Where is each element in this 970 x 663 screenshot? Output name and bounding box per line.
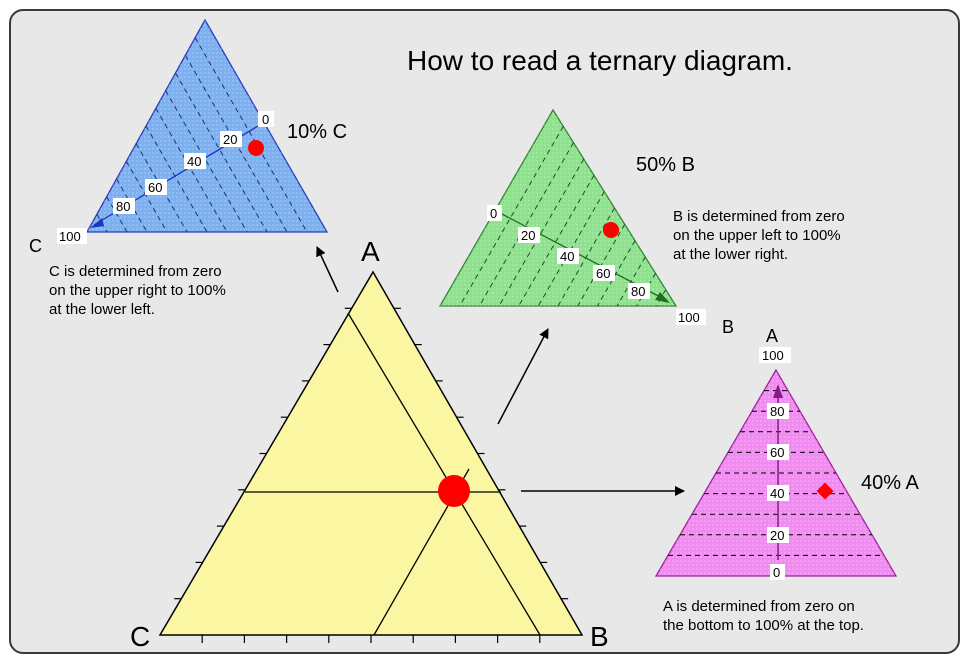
iso-dashed-line [498,158,585,307]
c-tick-60: 60 [148,180,162,195]
b-tick-80-bg [628,283,650,299]
b-tick-100: 100 [678,310,700,325]
a-tick-100-bg [759,347,791,363]
b-tick-40: 40 [560,249,574,264]
arrow-to-b-panel [497,328,549,425]
b-corner-label: B [722,317,734,337]
c-percent-label: 10% C [287,121,347,143]
b-tick-0: 0 [490,206,497,221]
main-triangle: A C B [130,236,609,652]
b-tick-labels: 0 20 40 60 80 100 [487,205,706,325]
a-tick-100: 100 [762,348,784,363]
c-tick-20: 20 [223,132,237,147]
c-panel-note: C is determined from zero on the upper r… [49,263,226,318]
a-tick-0-bg [770,564,785,580]
a-corner-label: A [766,326,778,346]
a-panel: 100 80 60 40 20 0 40% A A [654,326,919,580]
b-tick-60-bg [593,265,615,281]
b-panel-note: B is determined from zero on the upper l… [673,208,845,263]
c-tick-40-bg [184,153,206,169]
a-percent-label: 40% A [861,472,919,494]
a-composition-point [816,482,834,500]
main-vertex-c-label: C [130,621,150,652]
a-tick-60-bg [767,444,789,460]
b-tick-40-bg [557,248,579,264]
main-triangle-body [158,270,584,636]
iso-dashed-line [155,108,228,233]
connector-arrows [316,246,685,496]
arrow-to-c-panel [316,246,339,293]
a-panel-note: A is determined from zero on the bottom … [663,598,864,634]
c-composition-point [248,140,264,156]
a-tick-40-bg [767,485,789,501]
c-tick-100: 100 [59,229,81,244]
main-triangle-ticks [174,307,569,643]
iso-dashed-line [194,37,308,233]
c-corner-label: C [29,236,42,256]
b-reading-arrowhead [655,292,670,303]
c-tick-0: 0 [262,112,269,127]
c-tick-80-bg [113,198,135,214]
a-tick-20-bg [767,527,789,543]
c-tick-labels: 0 20 40 60 80 100 [57,111,274,244]
iso-dashed-line [478,142,574,307]
a-tick-80: 80 [770,404,784,419]
b-panel-texture [440,110,676,306]
c-tick-80: 80 [116,199,130,214]
iso-dashed-line [106,196,128,233]
iso-dashed-line [125,161,168,233]
a-panel-texture [656,370,896,576]
page-title: How to read a ternary diagram. [407,45,793,76]
c-tick-100-bg [57,228,87,244]
c-panel: 0 20 40 60 80 100 10% C C [29,18,347,256]
b-tick-20: 20 [521,228,535,243]
b-tick-100-bg [676,309,706,325]
b-tick-60: 60 [596,266,610,281]
a-reading-arrowhead [773,384,783,398]
iso-dashed-line [459,126,564,307]
a-tick-0: 0 [773,565,780,580]
a-tick-80-bg [767,403,789,419]
iso-dashed-line [145,125,208,233]
a-tick-20: 20 [770,528,784,543]
iso-dashed-line [135,143,188,233]
main-vertex-b-label: B [590,621,609,652]
main-vertex-a-label: A [361,236,380,267]
iso-dashed-line [175,72,268,233]
a-tick-60: 60 [770,445,784,460]
b-reading-line [347,312,541,636]
c-tick-60-bg [145,179,167,195]
b-composition-point [603,222,619,238]
c-tick-20-bg [220,131,242,147]
iso-dashed-line [557,207,615,307]
b-panel: 0 20 40 60 80 100 50% B B [438,108,734,337]
b-tick-80: 80 [631,284,645,299]
b-tick-20-bg [518,227,540,243]
iso-dashed-line [518,175,595,307]
b-tick-0-bg [487,205,502,221]
main-composition-point [438,475,470,507]
c-tick-40: 40 [187,154,201,169]
a-tick-40: 40 [770,486,784,501]
b-percent-label: 50% B [636,154,695,176]
c-reading-arrowhead [90,218,104,228]
c-tick-0-bg [258,111,274,127]
a-tick-labels: 100 80 60 40 20 0 [759,347,791,580]
iso-dashed-line [165,90,248,233]
